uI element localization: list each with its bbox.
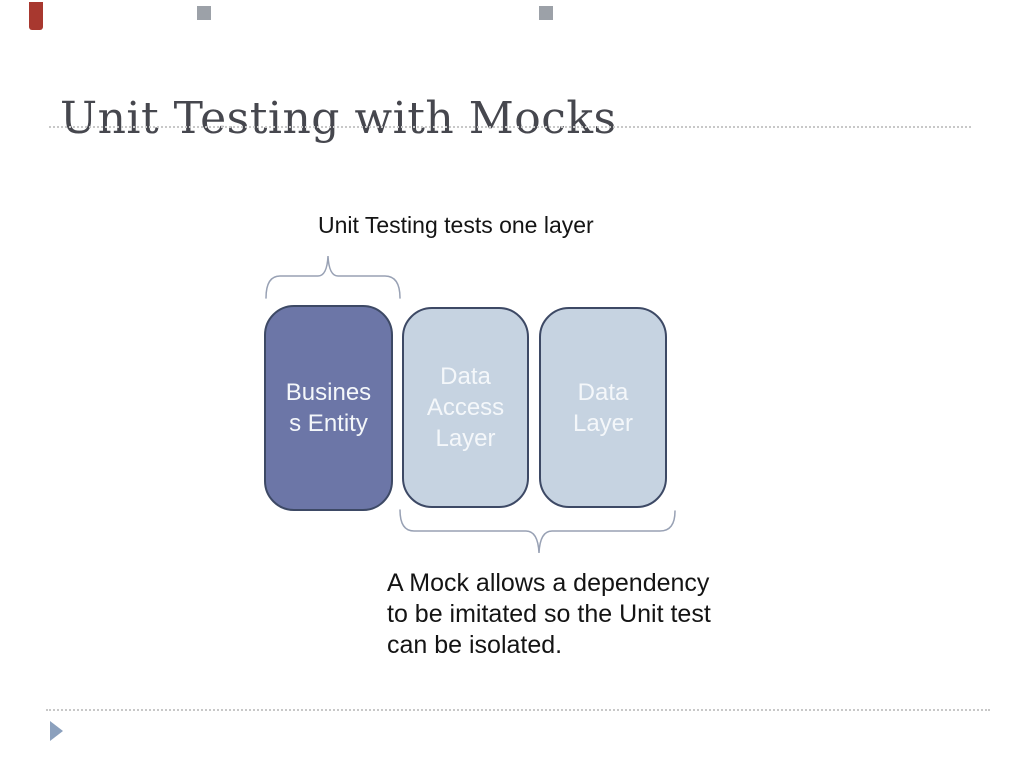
theme-gray-square-1 bbox=[197, 6, 211, 20]
curly-brace-up-icon bbox=[265, 255, 401, 299]
data-layer-box: Data Layer bbox=[539, 307, 667, 508]
data-access-layer-box: Data Access Layer bbox=[402, 307, 529, 508]
top-caption: Unit Testing tests one layer bbox=[318, 212, 594, 238]
title-divider bbox=[49, 126, 971, 128]
data-layer-label: Data Layer bbox=[572, 378, 634, 437]
curly-brace-down-icon bbox=[399, 509, 676, 554]
play-arrow-icon bbox=[50, 721, 63, 741]
business-entity-label: Busines s Entity bbox=[285, 379, 372, 437]
theme-red-tab bbox=[29, 2, 43, 30]
slide-title: Unit Testing with Mocks bbox=[60, 93, 617, 145]
footer-divider bbox=[46, 709, 990, 711]
mock-note: A Mock allows a dependency to be imitate… bbox=[387, 569, 711, 659]
theme-gray-square-2 bbox=[539, 6, 553, 20]
data-access-layer-label: Data Access Layer bbox=[426, 363, 505, 452]
business-entity-box: Busines s Entity bbox=[264, 305, 393, 511]
